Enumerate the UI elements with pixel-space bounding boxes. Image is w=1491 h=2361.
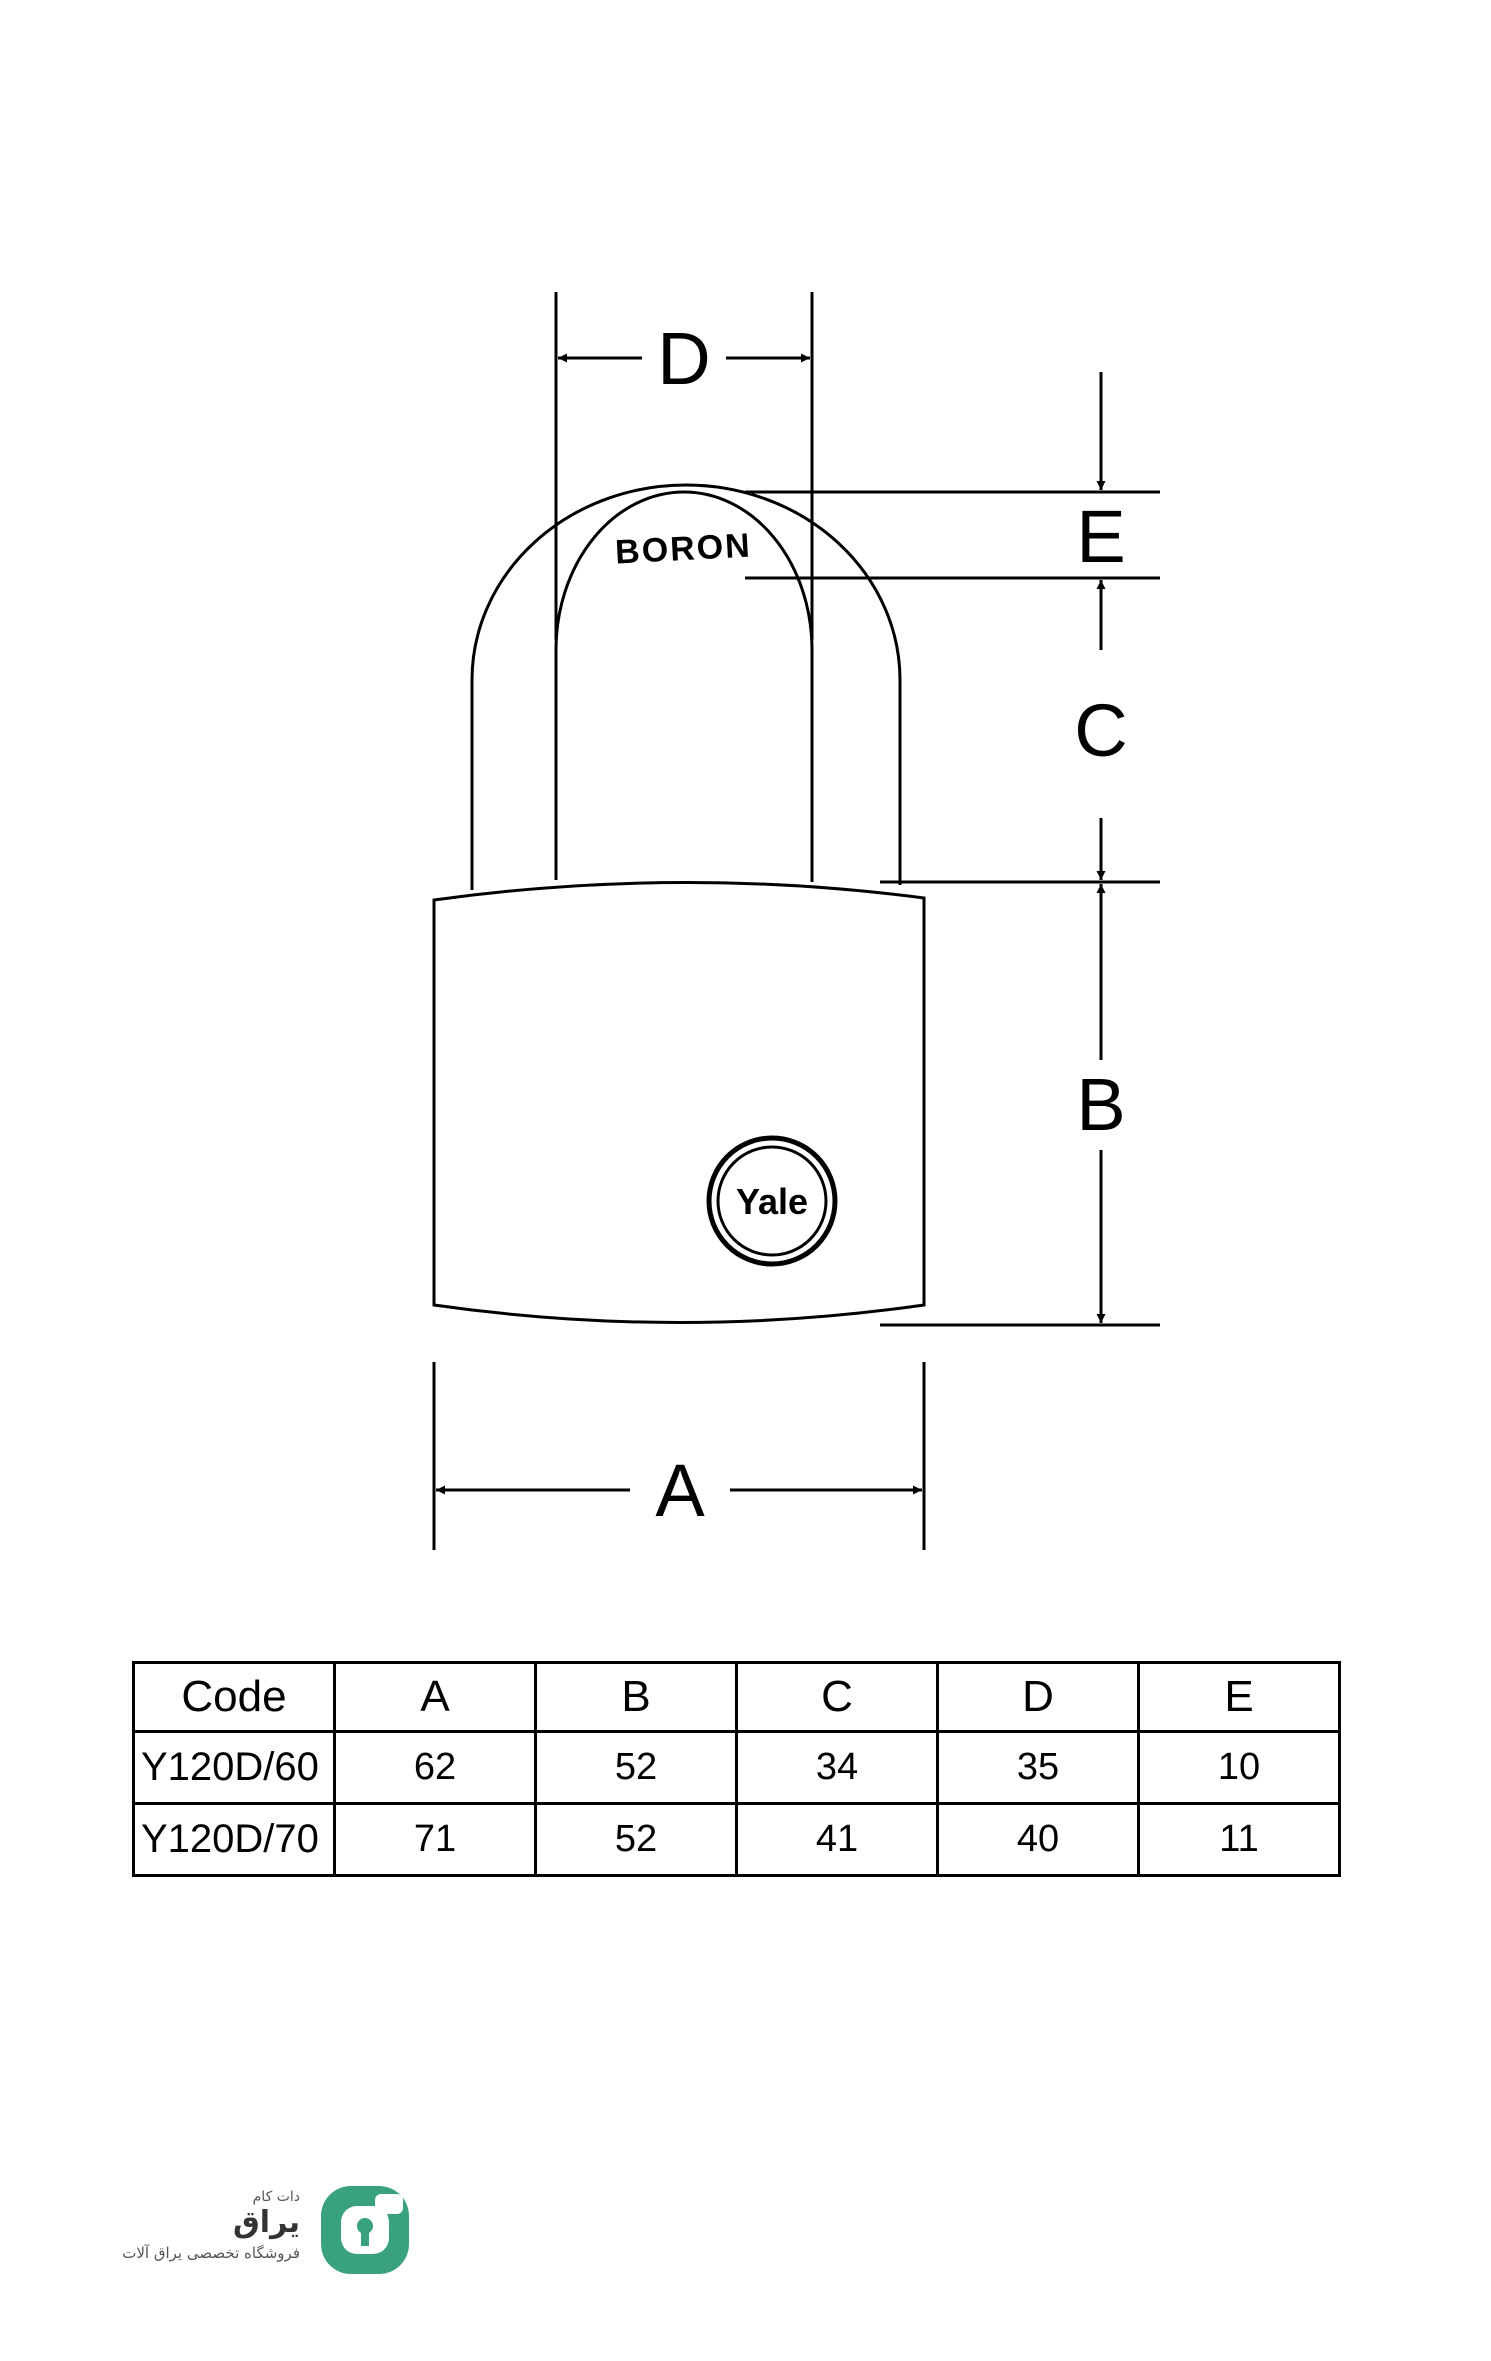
table-header-row: Code A B C D E [132,1661,1341,1733]
dimension-d [554,292,814,640]
shackle [470,483,902,890]
brand-watermark: دات کام یراق فروشگاه تخصصی یراق آلات [100,2180,440,2280]
dimension-c-label: C [1074,689,1127,772]
dimension-a-label: A [655,1449,705,1532]
brand-logo-icon [321,2186,409,2274]
table-row: Y120D/70 71 52 41 40 11 [132,1802,1341,1877]
cell-e: 10 [1137,1730,1341,1805]
cell-d: 40 [936,1802,1140,1877]
cell-c: 41 [735,1802,939,1877]
dimension-a [432,1362,926,1550]
shackle-engraving: BORON [614,526,752,571]
header-code: Code [132,1661,336,1733]
cell-b: 52 [534,1730,738,1805]
table-row: Y120D/60 62 52 34 35 10 [132,1730,1341,1805]
header-d: D [936,1661,1140,1733]
header-e: E [1137,1661,1341,1733]
header-a: A [333,1661,537,1733]
header-c: C [735,1661,939,1733]
yale-logo: Yale [706,1135,838,1267]
cell-a: 62 [333,1730,537,1805]
cell-b: 52 [534,1802,738,1877]
brand-tagline: فروشگاه تخصصی یراق آلات [122,2244,300,2262]
right-extension-lines [745,490,1160,1327]
cell-code: Y120D/60 [132,1730,336,1805]
dimension-d-label: D [657,317,710,400]
header-b: B [534,1661,738,1733]
cell-c: 34 [735,1730,939,1805]
cell-d: 35 [936,1730,1140,1805]
brand-text: دات کام یراق فروشگاه تخصصی یراق آلات [100,2186,300,2262]
dimension-table: Code A B C D E Y120D/60 62 52 34 35 10 Y… [132,1661,1341,1877]
cell-code: Y120D/70 [132,1802,336,1877]
brand-domain: دات کام [252,2189,300,2205]
cell-e: 11 [1137,1802,1341,1877]
dimension-b-label: B [1076,1063,1125,1146]
yale-logo-text: Yale [736,1181,808,1222]
lock-body [432,880,926,1324]
dimension-e-label: E [1076,495,1125,578]
cell-a: 71 [333,1802,537,1877]
brand-name: یراق [232,2205,300,2240]
